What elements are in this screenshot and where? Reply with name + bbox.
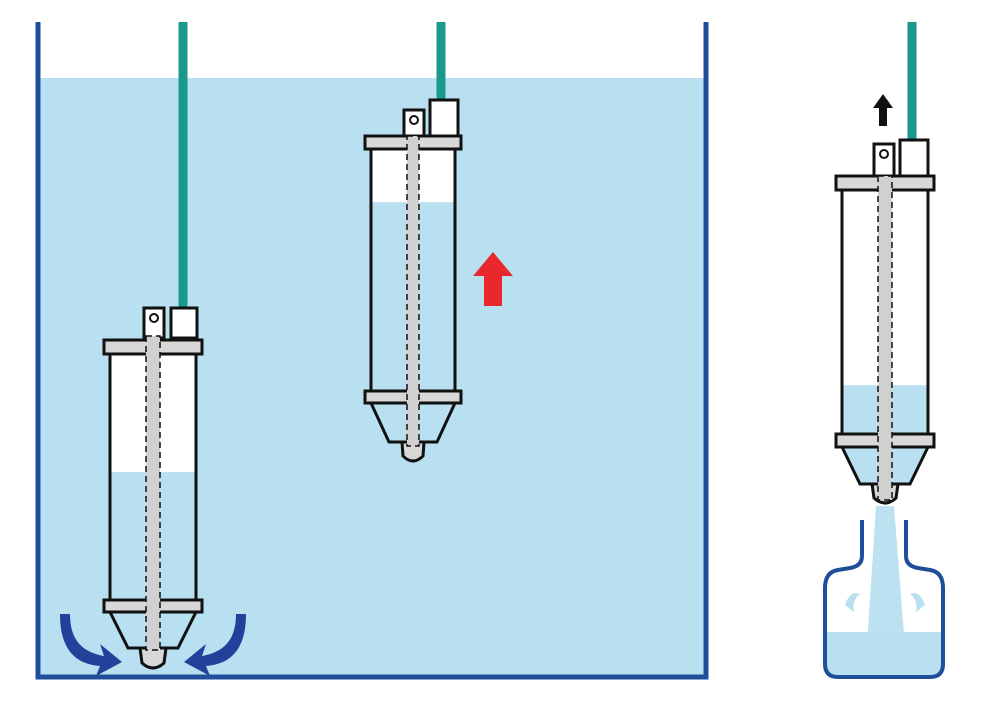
sampler-body: [363, 98, 463, 463]
sampler-draining: [823, 22, 945, 679]
up-arrow-icon: [473, 252, 513, 306]
sampler-body: [102, 306, 204, 670]
tank-wall: [35, 22, 709, 680]
curved-arrow-icon: [60, 614, 122, 676]
water-stream: [866, 506, 906, 660]
sampler-filling: [60, 22, 246, 676]
curved-arrow-icon: [184, 614, 246, 676]
up-arrow-icon: [873, 94, 893, 126]
collection-bottle: [823, 520, 945, 679]
sampler-body: [834, 138, 936, 505]
bottle-water: [825, 632, 943, 677]
sampler-lifting: [363, 22, 513, 463]
bottle-outline: [823, 520, 945, 679]
